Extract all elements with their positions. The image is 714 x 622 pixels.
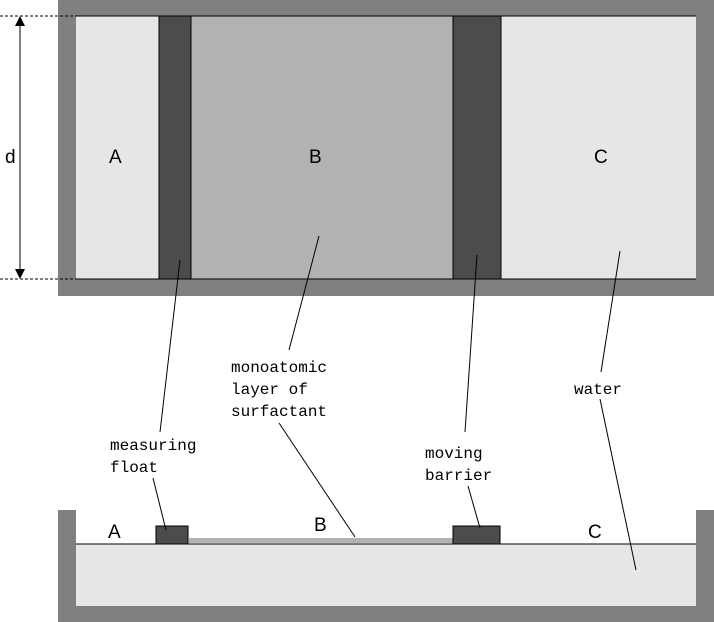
top-view-region-c [501, 16, 696, 279]
dimension-d-arrow-bottom-icon [15, 269, 25, 279]
leader-lines [152, 235, 637, 571]
callout-float: measuring float [110, 437, 206, 477]
side-view: A B C [58, 510, 714, 622]
dimension-d-label: d [5, 147, 16, 168]
callout-float-line-1: measuring [110, 437, 196, 455]
top-view-measuring-float [158, 15, 192, 280]
side-view-water [76, 544, 696, 606]
callout-water: water [574, 381, 622, 399]
callout-surfactant-line-1: monoatomic [231, 359, 327, 377]
top-view-label-a: A [109, 147, 122, 168]
leader-float-side [152, 477, 167, 531]
callout-barrier-line-1: moving [425, 445, 483, 463]
callout-barrier-line-2: barrier [425, 467, 492, 485]
side-view-measuring-float [155, 525, 189, 545]
callout-float-line-2: float [110, 459, 158, 477]
dimension-d: d [0, 15, 76, 280]
callout-labels: monoatomic layer of surfactant water mea… [110, 359, 622, 485]
callout-water-line-1: water [574, 381, 622, 399]
leader-water-side [599, 398, 637, 571]
top-view-label-b: B [309, 147, 322, 168]
top-view-label-c: C [594, 147, 608, 168]
side-view-surfactant-layer [189, 538, 453, 543]
leader-barrier-top [464, 254, 478, 433]
top-view-region-a [76, 16, 159, 279]
callout-barrier: moving barrier [425, 445, 492, 485]
side-view-label-c: C [588, 522, 602, 543]
callout-surfactant: monoatomic layer of surfactant [231, 359, 337, 421]
top-view-region-b [191, 16, 453, 279]
top-view: A B C [58, 0, 714, 296]
leader-float-top [159, 259, 181, 433]
top-view-moving-barrier [452, 15, 502, 280]
leader-water-top [600, 250, 621, 373]
side-view-label-b: B [314, 515, 327, 536]
side-view-trough-frame [58, 510, 714, 622]
side-view-label-a: A [108, 522, 121, 543]
callout-surfactant-line-3: surfactant [231, 403, 327, 421]
leader-barrier-side [467, 485, 481, 529]
leader-surfactant-side [278, 422, 356, 538]
leader-surfactant-top [288, 235, 320, 351]
dimension-d-arrow-top-icon [15, 16, 25, 26]
callout-surfactant-line-2: layer of [231, 381, 308, 399]
side-view-moving-barrier [452, 525, 501, 545]
